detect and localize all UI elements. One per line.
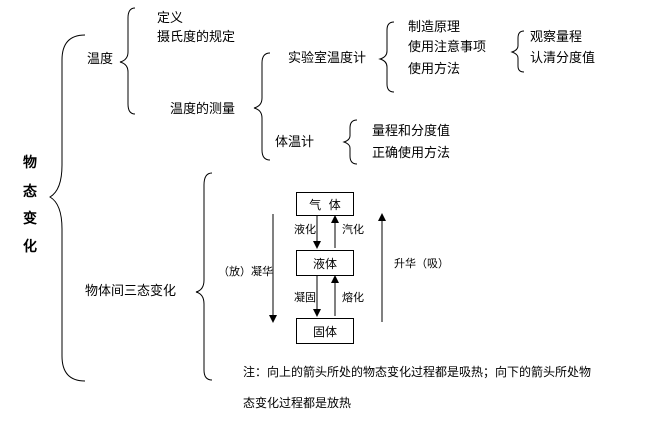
measurement-label: 温度的测量 bbox=[170, 102, 236, 117]
liquefaction-label: 液化 bbox=[294, 223, 316, 236]
temperature-label: 温度 bbox=[87, 52, 114, 67]
solidification-label: 凝固 bbox=[294, 291, 316, 304]
method-brace bbox=[510, 30, 525, 73]
clinical-item-usage: 正确使用方法 bbox=[372, 146, 451, 161]
liquid-box: 液体 bbox=[296, 250, 354, 276]
lab-item-precautions: 使用注意事项 bbox=[408, 40, 487, 55]
clinical-thermometer-brace bbox=[342, 119, 358, 165]
phase-change-brace bbox=[195, 172, 213, 381]
lab-thermometer-label: 实验室温度计 bbox=[288, 51, 367, 66]
celsius-rule-item: 摄氏度的规定 bbox=[157, 30, 236, 45]
root-brace bbox=[49, 34, 86, 382]
method-item-range: 观察量程 bbox=[530, 30, 583, 45]
lab-item-method: 使用方法 bbox=[408, 62, 461, 77]
gas-box: 气 体 bbox=[296, 192, 354, 216]
note-line-1: 注：向上的箭头所处的物态变化过程都是吸热；向下的箭头所处物 bbox=[243, 365, 592, 379]
clinical-item-range: 量程和分度值 bbox=[372, 124, 451, 139]
melting-label: 熔化 bbox=[342, 291, 364, 304]
definition-item: 定义 bbox=[157, 11, 184, 26]
desublimation-label: （放）凝华 bbox=[218, 265, 273, 278]
vaporization-label: 汽化 bbox=[342, 223, 364, 236]
liquid-label: 液体 bbox=[312, 256, 337, 271]
clinical-thermometer-label: 体温计 bbox=[275, 135, 315, 150]
measurement-brace bbox=[253, 52, 271, 161]
gas-label: 气 体 bbox=[309, 197, 341, 212]
note-line-2: 态变化过程都是放热 bbox=[243, 396, 352, 410]
lab-thermometer-brace bbox=[378, 21, 395, 93]
root-char-1: 物 bbox=[23, 155, 37, 171]
temperature-brace bbox=[119, 7, 136, 115]
solid-label: 固体 bbox=[312, 324, 337, 339]
lab-item-principle: 制造原理 bbox=[408, 20, 461, 35]
sublimation-label: 升华（吸） bbox=[394, 257, 449, 270]
root-char-3: 变 bbox=[23, 211, 37, 227]
phase-change-label: 物体间三态变化 bbox=[85, 284, 177, 299]
method-item-division: 认清分度值 bbox=[530, 51, 596, 66]
root-char-2: 态 bbox=[23, 184, 37, 200]
solid-box: 固体 bbox=[296, 318, 354, 344]
root-char-4: 化 bbox=[23, 239, 37, 255]
